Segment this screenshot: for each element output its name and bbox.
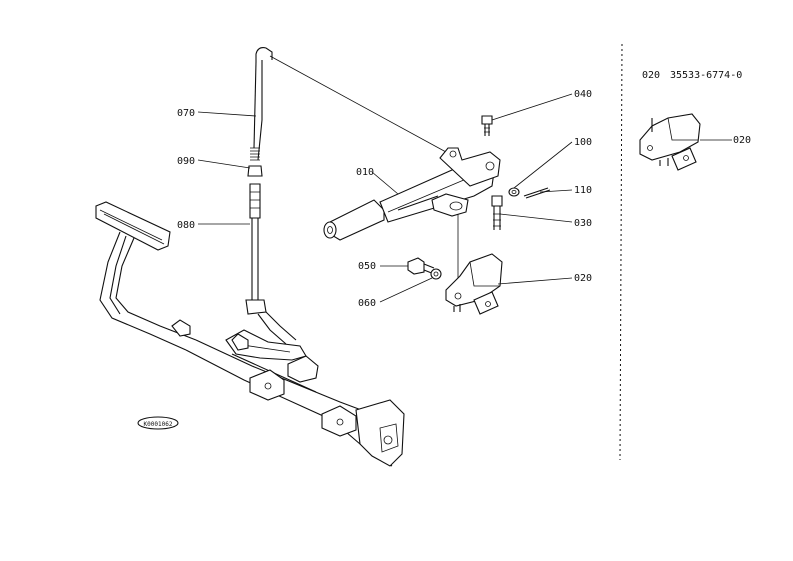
callout-050: 050: [358, 261, 376, 272]
callout-070: 070: [177, 108, 195, 119]
callout-030: 030: [574, 218, 592, 229]
pedal-assembly: [95, 201, 405, 467]
control-rod: [245, 47, 297, 345]
stamp-text: K0001062: [144, 421, 173, 428]
washer-100: [508, 187, 520, 197]
callout-090: 090: [177, 156, 195, 167]
callout-060: 060: [358, 298, 376, 309]
bolt-040: [481, 115, 493, 136]
drawing-stamp: K0001062: [137, 416, 179, 430]
callout-100: 100: [574, 137, 592, 148]
callout-010: 010: [356, 167, 374, 178]
sidebar-part-number: 35533-6774-0: [670, 70, 742, 81]
cable-line: [269, 55, 447, 153]
washer-060: [430, 268, 442, 280]
callout-020: 020: [574, 273, 592, 284]
bolt-050: [407, 257, 435, 275]
brake-lever: [323, 147, 501, 241]
bracket-020: [445, 253, 503, 315]
section-divider: [619, 43, 623, 461]
sidebar-ref: 020: [642, 70, 660, 81]
pin-110: [523, 187, 551, 199]
callout-080: 080: [177, 220, 195, 231]
sidebar-detail-label: 020: [733, 135, 751, 146]
bolt-030: [491, 195, 503, 230]
leader-lines: [197, 93, 573, 303]
callout-110: 110: [574, 185, 592, 196]
bracket-detail: [639, 113, 701, 171]
callout-040: 040: [574, 89, 592, 100]
